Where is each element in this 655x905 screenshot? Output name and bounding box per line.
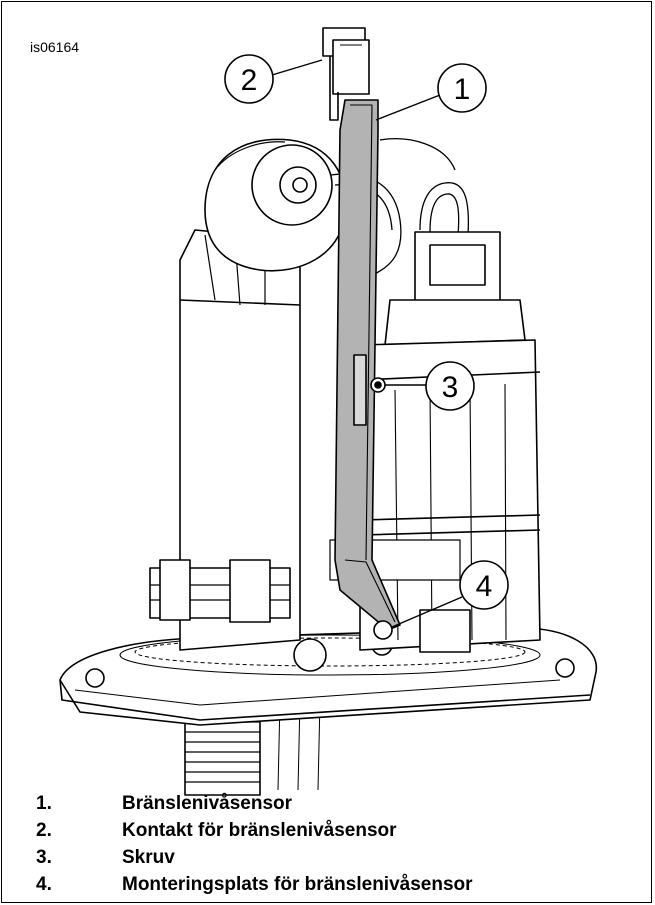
legend-item: 1. Bränslenivåsensor — [36, 790, 473, 817]
legend-text: Skruv — [122, 847, 175, 868]
callout-3-label: 3 — [442, 371, 459, 404]
leader-line-1 — [375, 94, 441, 121]
leader-lines — [271, 59, 463, 628]
legend-item: 3. Skruv — [36, 844, 473, 871]
callout-1-label: 1 — [454, 73, 471, 106]
legend-text: Kontakt för bränslenivåsensor — [122, 820, 397, 841]
sensor-connector — [322, 27, 370, 121]
motor-assembly — [204, 138, 347, 272]
legend-number: 1. — [36, 793, 52, 814]
fuel-level-sensor — [334, 99, 401, 640]
callout-4: 4 — [459, 560, 509, 610]
legend-text: Monteringsplats för bränslenivåsensor — [122, 874, 473, 895]
leader-line-4 — [391, 596, 463, 628]
callout-2-label: 2 — [241, 64, 258, 97]
legend-item: 2. Kontakt för bränslenivåsensor — [36, 817, 473, 844]
legend-number: 4. — [36, 874, 52, 895]
figure-id: is06164 — [30, 39, 80, 55]
left-canister — [149, 229, 301, 651]
callout-2: 2 — [224, 54, 274, 104]
legend-number: 2. — [36, 820, 52, 841]
mounting-flange — [59, 627, 598, 726]
legend-number: 3. — [36, 847, 52, 868]
legend-item: 4. Monteringsplats för bränslenivåsensor — [36, 871, 473, 898]
parts-legend: 1. Bränslenivåsensor 2. Kontakt för brän… — [36, 790, 473, 898]
callout-3: 3 — [425, 361, 475, 411]
legend-text: Bränslenivåsensor — [122, 793, 293, 814]
callout-4-label: 4 — [476, 570, 493, 603]
callout-1: 1 — [437, 63, 487, 113]
leader-line-2 — [271, 59, 323, 76]
